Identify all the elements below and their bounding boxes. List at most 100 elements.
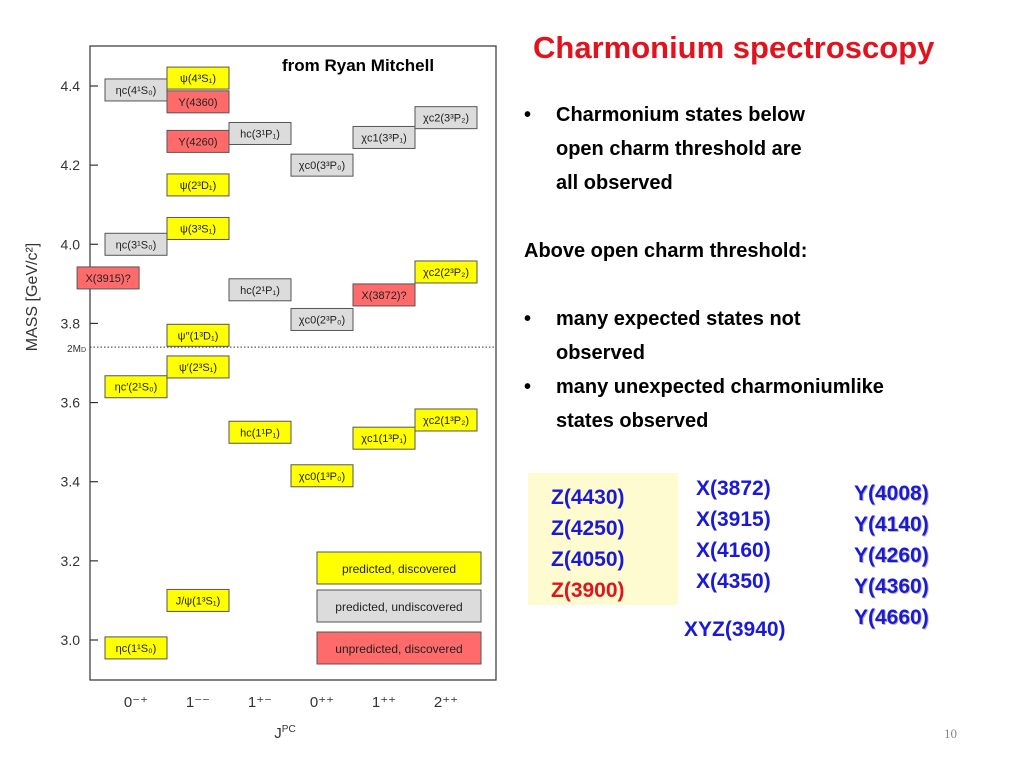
x-axis-title: JPC: [274, 724, 295, 742]
x-states-list: X(3872) X(3915) X(4160) X(4350): [696, 473, 771, 597]
state-label: ηc(3¹S₀): [116, 239, 157, 251]
state-label: χc0(3³P₀): [299, 160, 345, 172]
state-box-rect: [166, 588, 230, 612]
state-box: χc0(3³P₀): [290, 153, 354, 177]
state-label: χc0(2³P₀): [299, 314, 345, 326]
y-tick-label: 3.0: [61, 632, 81, 648]
legend-item: unpredicted, discovered: [316, 631, 482, 665]
x-tick-label: 0⁺⁺: [310, 694, 334, 711]
bullet-2-line-1: many expected states not: [556, 308, 801, 330]
legend-item: predicted, discovered: [316, 551, 482, 585]
state-box: χc2(2³P₂): [414, 260, 478, 284]
state-box: ηc(3¹S₀): [104, 232, 168, 256]
state-box: hc(1¹P₁): [228, 420, 292, 444]
legend-label: predicted, undiscovered: [335, 600, 462, 614]
z-states-list: Z(4430) Z(4250) Z(4050) Z(3900): [551, 482, 625, 606]
legend-swatch: [316, 589, 482, 623]
state-box: ψ(3³S₁): [166, 216, 230, 240]
state-box: ψ(4³S₁): [166, 66, 230, 90]
state-label: χc1(1³P₁): [361, 433, 407, 445]
bullet-item-2: • many expected states not: [524, 302, 994, 336]
state-box-rect: [290, 464, 354, 488]
y-tick-label: 4.2: [61, 157, 81, 173]
above-threshold-heading: Above open charm threshold:: [524, 240, 808, 262]
state-label: ψ′′(1³D₁): [178, 330, 219, 342]
y-state: Y(4140): [854, 513, 929, 536]
plot-frame: [89, 45, 497, 681]
state-label: ψ(2³D₁): [180, 180, 217, 192]
state-label: hc(3¹P₁): [240, 128, 280, 140]
bullet-1-line-3: all observed: [556, 172, 673, 194]
z-state: Z(4250): [551, 517, 625, 540]
state-label: χc2(1³P₂): [423, 415, 469, 427]
x-state: X(3872): [696, 477, 771, 500]
bullet-1-line-2: open charm threshold are: [556, 138, 802, 160]
legend-label: unpredicted, discovered: [335, 642, 462, 656]
state-box-rect: [166, 355, 230, 379]
y-tick-label: 4.0: [61, 236, 81, 252]
state-box-rect: [104, 375, 168, 399]
state-box-rect: [104, 232, 168, 256]
y-axis-title: MASS [GeV/c²]: [24, 243, 41, 351]
state-box-rect: [414, 106, 478, 130]
state-box-rect: [166, 173, 230, 197]
state-box-rect: [414, 260, 478, 284]
state-box: X(3872)?: [352, 283, 416, 307]
state-label: Y(4260): [178, 136, 217, 148]
legend-swatch: [316, 551, 482, 585]
state-box: ηc(1¹S₀): [104, 636, 168, 660]
bullet-icon: •: [524, 308, 532, 330]
state-box-rect: [290, 153, 354, 177]
state-box: χc2(3³P₂): [414, 106, 478, 130]
state-box-rect: [352, 426, 416, 450]
state-box-rect: [76, 266, 140, 290]
legend-label: predicted, discovered: [342, 562, 456, 576]
state-label: X(3872)?: [361, 290, 406, 302]
bullet-icon: •: [524, 376, 532, 398]
state-boxes: ηc(1¹S₀)J/ψ(1³S₁)ηc′(2¹S₀)ψ′(2³S₁)ψ′′(1³…: [76, 66, 478, 660]
state-label: χc1(3³P₁): [361, 132, 407, 144]
x-tick-label: 0⁻⁺: [124, 694, 148, 711]
state-label: hc(2¹P₁): [240, 285, 280, 297]
state-box-rect: [104, 636, 168, 660]
state-box-rect: [228, 121, 292, 145]
page-number: 10: [944, 726, 957, 741]
state-box: χc0(1³P₀): [290, 464, 354, 488]
bullet-item-3: • many unexpected charmoniumlike: [524, 370, 994, 404]
threshold-label: 2MD: [67, 344, 86, 355]
x-axis-title-sup: PC: [282, 724, 296, 735]
y-state: Y(4008): [854, 482, 929, 505]
bullet-text: • Charmonium states below open charm thr…: [524, 98, 994, 438]
y-state: Y(4660): [854, 606, 929, 629]
state-label: ψ′(2³S₁): [179, 362, 217, 374]
legend-swatch: [316, 631, 482, 665]
state-label: ψ(3³S₁): [180, 223, 216, 235]
y-state: Y(4360): [854, 575, 929, 598]
y-tick-label: 3.4: [61, 474, 81, 490]
z-states-highlight: [528, 473, 678, 605]
state-box: ηc(4¹S₀): [104, 78, 168, 102]
x-tick-label: 1⁺⁺: [372, 694, 396, 711]
state-box: χc1(1³P₁): [352, 426, 416, 450]
z-state: Z(3900): [551, 579, 625, 602]
y-tick-label: 3.6: [61, 395, 81, 411]
bullet-icon: •: [524, 104, 532, 126]
x-tick-label: 2⁺⁺: [434, 694, 458, 711]
state-box: Y(4360): [166, 90, 230, 114]
bullet-3-line-1: many unexpected charmoniumlike: [556, 376, 884, 398]
state-label: ηc′(2¹S₀): [115, 382, 158, 394]
x-tick-label: 1⁻⁻: [186, 694, 210, 711]
y-states-list: Y(4008) Y(4140) Y(4260) Y(4360) Y(4660): [854, 478, 929, 633]
bullet-3-line-2: states observed: [556, 410, 709, 432]
x-tick-label: 1⁺⁻: [248, 694, 272, 711]
z-state: Z(4430): [551, 486, 625, 509]
state-box-rect: [290, 307, 354, 331]
threshold-line: 2MD: [67, 344, 496, 355]
state-label: ψ(4³S₁): [180, 73, 216, 85]
state-box: hc(2¹P₁): [228, 278, 292, 302]
state-box: ψ′(2³S₁): [166, 355, 230, 379]
state-box-rect: [414, 408, 478, 432]
y-state: Y(4260): [854, 544, 929, 567]
state-box: hc(3¹P₁): [228, 121, 292, 145]
x-state: X(4350): [696, 570, 771, 593]
